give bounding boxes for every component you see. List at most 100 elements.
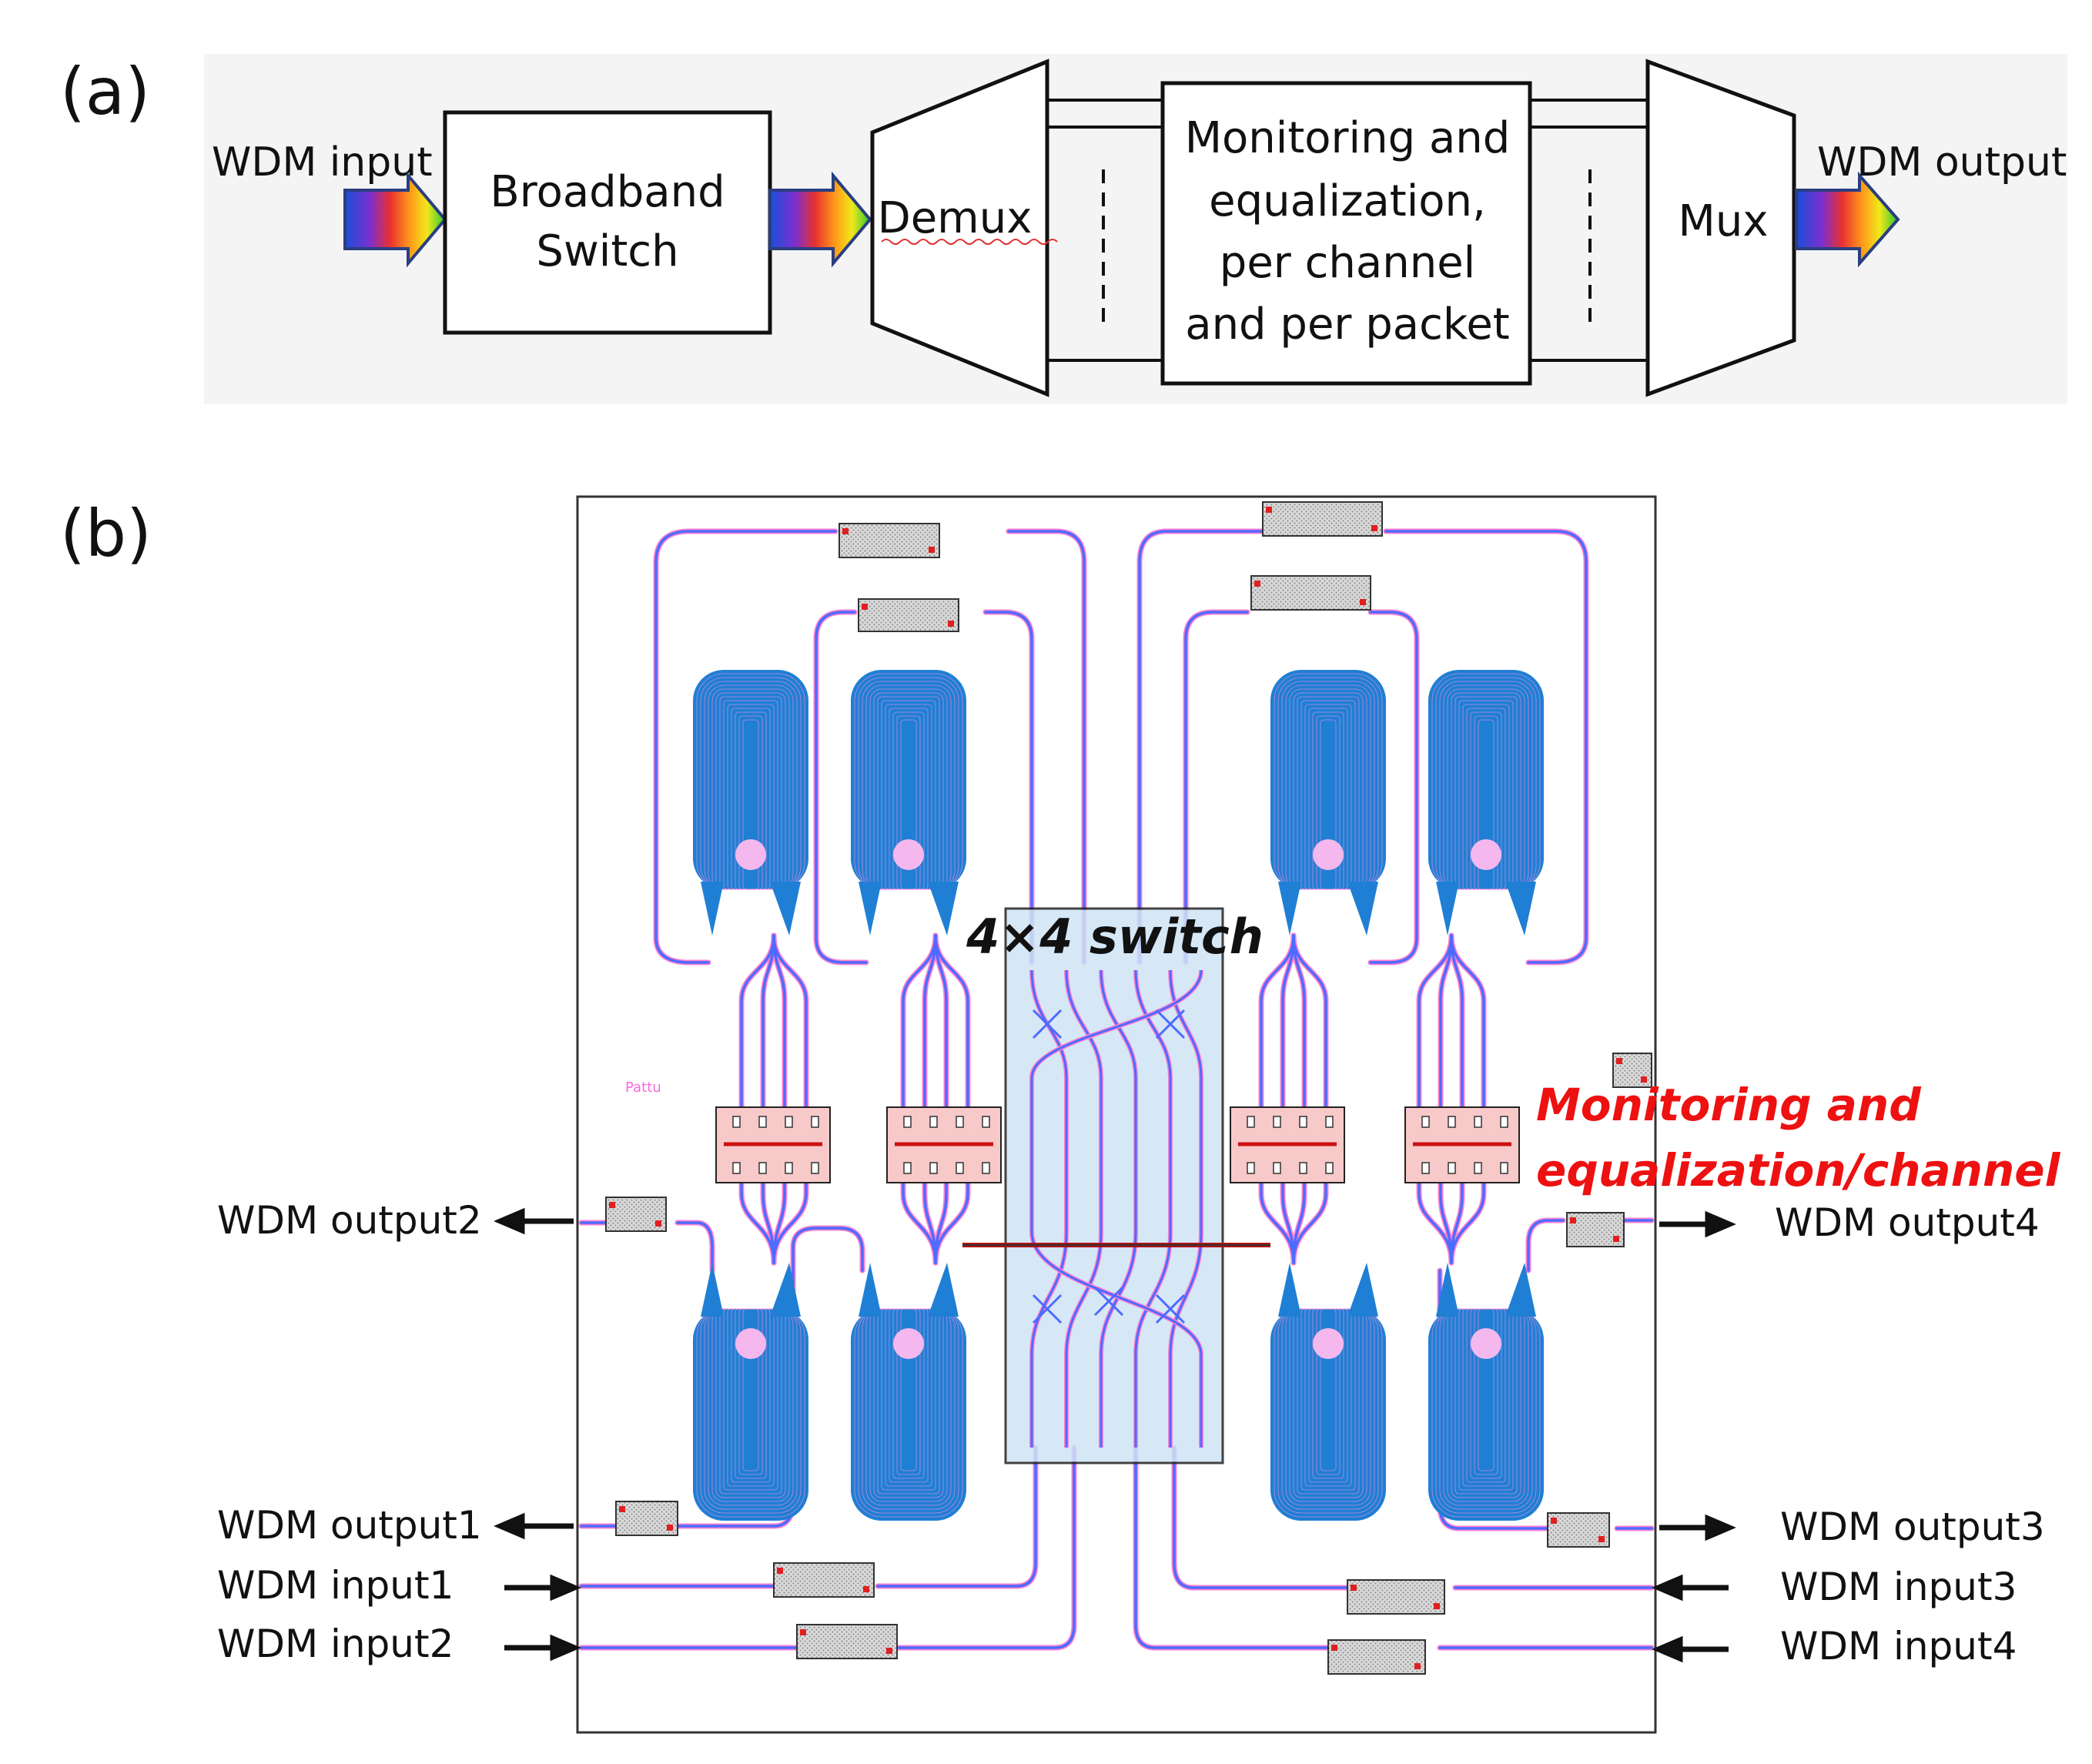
awg-br2-taper-r: [1505, 1263, 1536, 1317]
awg-bl1-taper-l: [701, 1263, 724, 1317]
loop-tl-inner-right: [984, 611, 1033, 964]
awg-tr2-taper-r: [1505, 882, 1536, 936]
switch-internal-waveguides: [962, 969, 1270, 1448]
loop-tl-outer-right: [1007, 530, 1086, 964]
heater-pad-1: [838, 523, 940, 558]
monitoring-pad: [956, 1116, 964, 1128]
input4-arrow-icon: [1652, 1635, 1729, 1663]
out2-to-awg: [676, 1221, 714, 1272]
input1-arrow-icon: [504, 1574, 581, 1602]
heater-pad-mark: [842, 528, 849, 534]
awg-bl2: [851, 1263, 966, 1521]
switch-4x4-region: [1004, 907, 1224, 1464]
monitoring-label-line2: equalization/channel: [1536, 1144, 2061, 1197]
bundle-4-ch2: [1439, 934, 1453, 1264]
demux-spellcheck-underline: [881, 239, 1058, 245]
bundle-4-ch3: [1450, 934, 1464, 1264]
port-output2-label: WDM output2: [217, 1198, 482, 1243]
monitoring-pad: [1421, 1162, 1430, 1174]
switch-wg: [1100, 969, 1137, 1448]
out4-to-awg: [1527, 1219, 1565, 1272]
heater-pad-11: [1347, 1579, 1445, 1615]
switch-wg: [1030, 969, 1203, 1448]
monitoring-pad: [982, 1162, 990, 1174]
loop-tl-outer: [654, 530, 837, 964]
heater-pad-rect: [1262, 501, 1383, 537]
awg-bl2-coupler: [893, 1328, 924, 1359]
switch-crossing: [1155, 1009, 1186, 1039]
awg-tr2-body: [1428, 670, 1544, 889]
monitoring-line2: equalization,: [1209, 176, 1486, 226]
awg-br1-taper-l: [1278, 1263, 1301, 1317]
heater-pad-mark: [777, 1568, 783, 1574]
monitoring-pad: [732, 1116, 741, 1128]
panel-b: (b) 4×4 switch Pattu Monitoring and equa…: [60, 495, 2061, 1734]
heater-pad-mark: [1551, 1518, 1557, 1524]
monitoring-line4: and per packet: [1185, 300, 1509, 350]
heater-pads: [605, 501, 1652, 1675]
monitoring-pad: [1325, 1116, 1334, 1128]
port-output3-label: WDM output3: [1780, 1505, 2045, 1549]
heater-pad-mark: [609, 1202, 615, 1208]
awg-br2-body: [1428, 1309, 1544, 1521]
monitoring-pad: [1247, 1162, 1255, 1174]
awg-tl1-line: [742, 719, 759, 890]
monitoring-pad: [1474, 1116, 1482, 1128]
heater-pad-mark: [800, 1629, 806, 1635]
awg-tr1-coupler: [1313, 839, 1344, 870]
heater-pad-mark: [1351, 1585, 1357, 1591]
heater-pad-mark: [667, 1525, 673, 1531]
awg-br1: [1270, 1263, 1386, 1521]
awg-br1-body: [1270, 1309, 1386, 1521]
awg-bl2-line: [900, 1308, 917, 1471]
awg-br2-taper-l: [1436, 1263, 1459, 1317]
switch-crossing: [1032, 1009, 1063, 1039]
heater-pad-mark: [1570, 1217, 1576, 1223]
switch-4x4-label: 4×4 switch: [966, 909, 1264, 965]
switch-crossing: [1093, 1286, 1124, 1317]
heater-pad-rect: [796, 1624, 898, 1659]
heater-pad-3: [1262, 501, 1383, 537]
heater-pad-mark: [1414, 1663, 1421, 1669]
heater-pad-mark: [1434, 1603, 1440, 1609]
in3-to-switch: [1173, 1446, 1349, 1589]
monitoring-pad: [1421, 1116, 1430, 1128]
monitoring-blocks: [715, 1106, 1520, 1183]
waveguides: [580, 530, 1653, 1649]
loop-tr-outer: [1384, 530, 1588, 964]
output3-arrow-icon: [1659, 1514, 1736, 1541]
port-input1-label: WDM input1: [217, 1563, 454, 1608]
loop-tr-inner: [1369, 611, 1418, 964]
heater-pad-mark: [1371, 525, 1377, 531]
demux-label: Demux: [878, 193, 1033, 243]
monitoring-pad: [811, 1162, 819, 1174]
heater-pad-mark: [1641, 1076, 1647, 1083]
awg-br2-line: [1478, 1308, 1495, 1471]
channel-lines-right: [1530, 99, 1648, 362]
bundle-1-ch1: [740, 934, 775, 1264]
port-output1-label: WDM output1: [217, 1503, 482, 1548]
awg-br1-taper-r: [1347, 1263, 1378, 1317]
monitoring-pad: [903, 1116, 912, 1128]
bundle-2-ch1: [902, 934, 937, 1264]
in2-to-switch: [895, 1446, 1076, 1649]
monitoring-pad: [1448, 1162, 1456, 1174]
broadband-switch-box: [443, 110, 772, 335]
heater-pad-mark: [886, 1648, 892, 1654]
panel-b-label: (b): [60, 496, 152, 571]
awg-tr1: [1270, 670, 1386, 936]
bundle-4-ch4: [1450, 934, 1485, 1264]
monitoring-pad: [982, 1116, 990, 1128]
monitoring-pad: [929, 1162, 938, 1174]
awg-bl1-body: [693, 1309, 808, 1521]
heater-pad-4: [1250, 575, 1371, 611]
heater-pad-mark: [862, 604, 868, 610]
heater-pad-rect: [1327, 1639, 1426, 1675]
awg-tl2-taper-l: [859, 882, 882, 936]
heater-pad-2: [858, 598, 959, 632]
awg-br1-line: [1320, 1308, 1337, 1471]
input3-arrow-icon: [1652, 1574, 1729, 1602]
awg-bl1-coupler: [735, 1328, 766, 1359]
awg-tl2-line: [900, 719, 917, 890]
monitoring-block-2: [886, 1106, 1002, 1183]
